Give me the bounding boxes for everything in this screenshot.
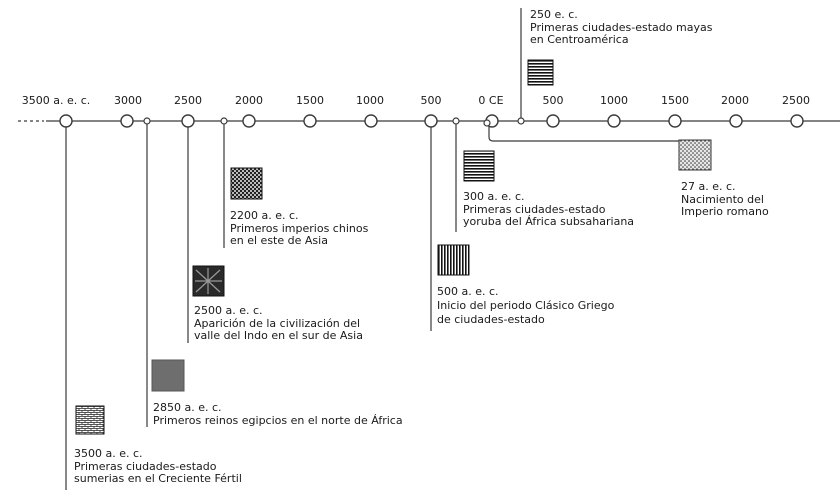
event-text: Primeros reinos egipcios en el norte de … (153, 413, 403, 427)
connector-rome (488, 121, 690, 170)
event-text: yoruba del África subsahariana (463, 215, 635, 228)
tick-marker (303, 114, 317, 128)
event-dot (452, 117, 460, 125)
event-text: Primeras ciudades-estado (463, 202, 606, 216)
event-text: de ciudades-estado (437, 313, 545, 326)
event-text: Primeros imperios chinos (230, 221, 369, 235)
event-greek: 500 a. e. c. Inicio del periodo Clásico … (437, 285, 614, 327)
event-year: 2500 a. e. c. (194, 304, 263, 317)
event-text: Aparición de la civilización del (194, 316, 361, 330)
crosshatch-pattern-icon (192, 265, 225, 297)
tick-marker (364, 114, 378, 128)
event-year: 3500 a. e. c. (74, 447, 143, 460)
tick-label: 1500 (296, 94, 324, 107)
event-maya: 250 e. c. Primeras ciudades-estado mayas… (530, 8, 713, 47)
event-year: 2850 a. e. c. (153, 401, 222, 414)
tick-marker (424, 114, 438, 128)
event-rome: 27 a. e. c. Nacimiento del Imperio roman… (681, 180, 769, 219)
checkered-pattern-icon (230, 167, 263, 200)
tick-marker (181, 114, 195, 128)
tick-label: 3500 a. e. c. (21, 94, 91, 107)
tick-label: 1500 (661, 94, 689, 107)
tick-marker (120, 114, 134, 128)
event-text: sumerias en el Creciente Fértil (74, 472, 242, 485)
brick-pattern-icon (75, 405, 105, 435)
event-text: en el este de Asia (230, 234, 328, 247)
event-text: Primeras ciudades-estado (74, 459, 217, 473)
tick-label: 0 CE (478, 94, 504, 107)
event-text: Inicio del periodo Clásico Griego (437, 299, 615, 312)
event-yoruba: 300 a. e. c. Primeras ciudades-estado yo… (463, 190, 635, 229)
tick-label: 500 (420, 94, 442, 107)
tick-label: 1000 (356, 94, 384, 107)
event-year: 250 e. c. (530, 8, 578, 21)
tick-marker (668, 114, 682, 128)
tick-label: 2500 (174, 94, 202, 107)
tick-label: 2000 (235, 94, 263, 107)
event-year: 500 a. e. c. (437, 285, 499, 298)
vertical-stripes-icon (437, 244, 470, 276)
tick-marker (607, 114, 621, 128)
horizontal-stripes-icon (463, 150, 495, 182)
event-text: en Centroamérica (530, 33, 629, 46)
event-china: 2200 a. e. c. Primeros imperios chinos e… (230, 209, 369, 248)
event-dot (483, 119, 491, 127)
event-year: 27 a. e. c. (681, 180, 736, 193)
horizontal-stripes-icon (527, 59, 554, 86)
tick-label: 1000 (600, 94, 628, 107)
dotted-pattern-icon (678, 139, 712, 171)
tick-label: 2500 (782, 94, 810, 107)
tick-marker (546, 114, 560, 128)
event-dot (220, 117, 228, 125)
event-egypt: 2850 a. e. c. Primeros reinos egipcios e… (153, 401, 403, 427)
tick-marker (59, 114, 73, 128)
event-text: Imperio romano (681, 205, 769, 218)
tick-label: 2000 (721, 94, 749, 107)
solid-gray-icon (151, 359, 185, 392)
tick-marker (242, 114, 256, 128)
event-text: Nacimiento del (681, 192, 764, 206)
event-year: 300 a. e. c. (463, 190, 525, 203)
tick-label: 3000 (114, 94, 142, 107)
tick-label: 500 (542, 94, 564, 107)
tick-marker (729, 114, 743, 128)
event-year: 2200 a. e. c. (230, 209, 299, 222)
event-indus: 2500 a. e. c. Aparición de la civilizaci… (194, 304, 363, 343)
event-dot (143, 117, 151, 125)
event-text: valle del Indo en el sur de Asia (194, 329, 363, 342)
event-dot (517, 117, 525, 125)
event-text: Primeras ciudades-estado mayas (530, 20, 713, 34)
event-sumerian: 3500 a. e. c. Primeras ciudades-estado s… (74, 447, 242, 486)
tick-marker (790, 114, 804, 128)
